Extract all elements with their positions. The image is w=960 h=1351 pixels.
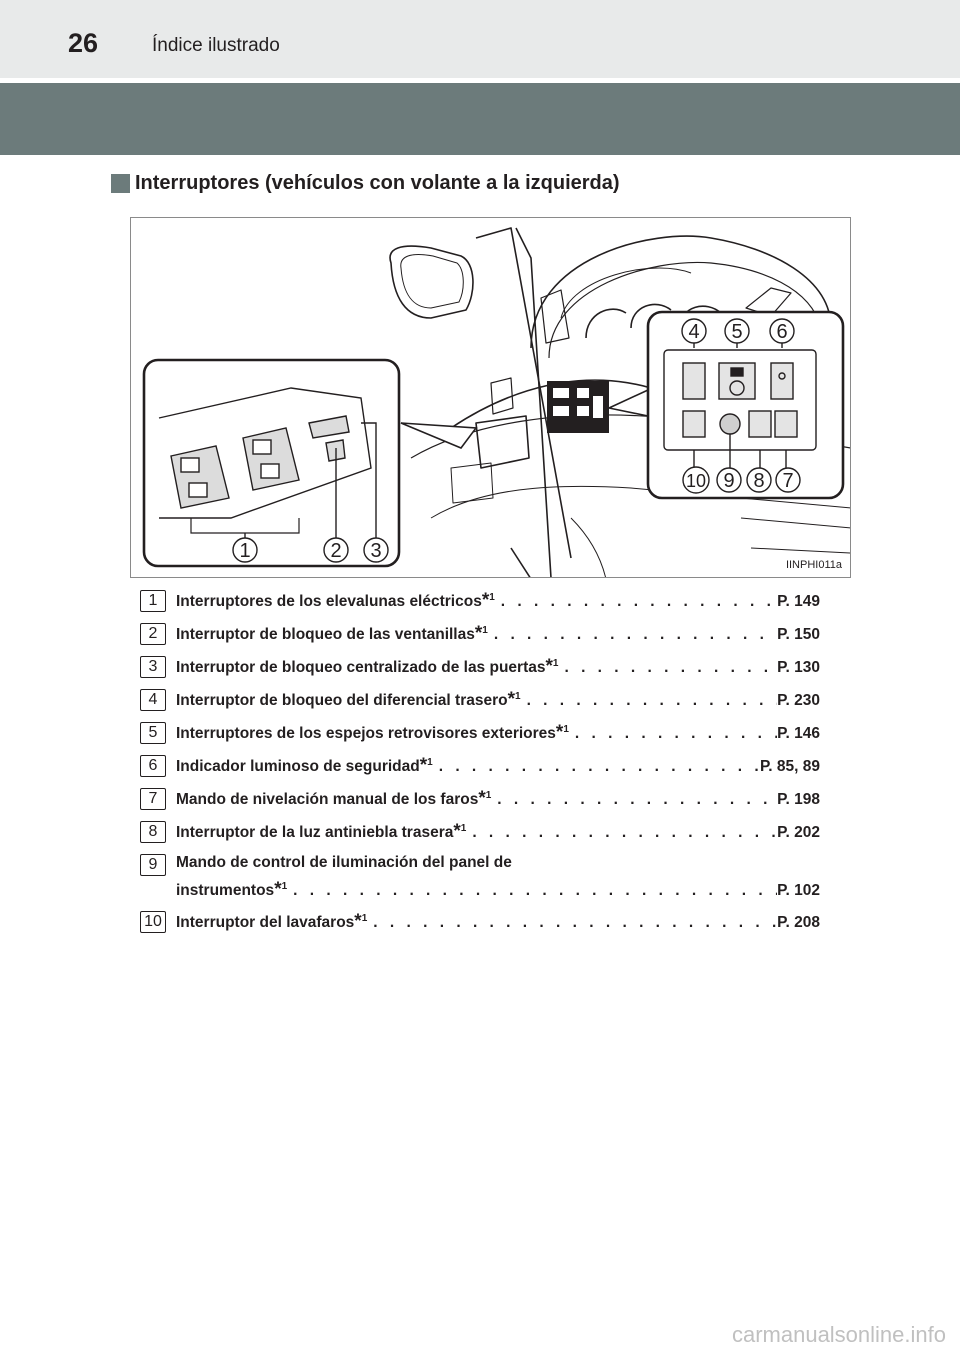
- footnote-star: *: [419, 755, 428, 776]
- footnote-number: 1: [427, 757, 433, 768]
- page-reference-link[interactable]: P. 85, 89: [759, 758, 820, 775]
- leader-dots: [569, 725, 777, 743]
- footnote-number: 1: [563, 724, 569, 735]
- callout-7: 7: [782, 470, 793, 492]
- footnote-number: 1: [515, 691, 521, 702]
- footnote-star: *: [274, 879, 282, 900]
- leader-dots: [433, 758, 760, 776]
- footnote-star: *: [555, 722, 564, 743]
- footnote-number: 1: [460, 823, 467, 834]
- list-item: 9 Mando de control de iluminación del pa…: [140, 852, 820, 909]
- footnote-star: *: [453, 821, 461, 842]
- callout-1: 1: [239, 540, 250, 562]
- running-head: Índice ilustrado: [152, 35, 280, 56]
- leader-dots: [495, 593, 777, 611]
- footnote-star: *: [478, 788, 486, 809]
- item-label: Interruptor de bloqueo centralizado de l…: [176, 659, 546, 676]
- footnote-star: *: [354, 911, 362, 932]
- item-number: 9: [140, 854, 166, 876]
- leader-dots: [488, 626, 777, 644]
- page-reference-link[interactable]: P. 208: [777, 914, 820, 931]
- item-label: Indicador luminoso de seguridad: [176, 758, 420, 775]
- item-number: 10: [140, 911, 166, 933]
- footnote-number: 1: [281, 881, 288, 892]
- figure-code: IINPHI011a: [785, 559, 842, 571]
- item-number: 6: [140, 755, 166, 777]
- page-reference-link[interactable]: P. 102: [777, 882, 820, 899]
- list-item: 8 Interruptor de la luz antiniebla trase…: [140, 819, 820, 852]
- list-item: 10 Interruptor del lavafaros*1 P. 208: [140, 909, 820, 942]
- page-reference-link[interactable]: P. 149: [777, 593, 820, 610]
- list-item: 1 Interruptores de los elevalunas eléctr…: [140, 588, 820, 621]
- leader-dots: [558, 659, 777, 677]
- left-callouts: 1 2 3: [232, 537, 389, 563]
- item-label: Mando de control de iluminación del pane…: [176, 854, 512, 871]
- page-reference-link[interactable]: P. 230: [777, 692, 820, 709]
- item-label-continued: instrumentos: [176, 882, 275, 899]
- list-item: 5 Interruptores de los espejos retroviso…: [140, 720, 820, 753]
- callout-5: 5: [731, 321, 742, 343]
- item-number: 4: [140, 689, 166, 711]
- right-callouts: 4 5 6 10 9 8 7: [681, 318, 801, 494]
- list-item: 4 Interruptor de bloqueo del diferencial…: [140, 687, 820, 720]
- footnote-star: *: [507, 689, 515, 710]
- footnote-star: *: [481, 590, 490, 611]
- page-header: 26 Índice ilustrado: [0, 0, 960, 78]
- item-label: Interruptor del lavafaros: [176, 914, 355, 931]
- item-label: Interruptores de los espejos retrovisore…: [176, 725, 556, 742]
- footnote-star: *: [545, 656, 553, 677]
- list-item: 3 Interruptor de bloqueo centralizado de…: [140, 654, 820, 687]
- switch-illustration: 1 2 3: [130, 217, 851, 578]
- item-label: Mando de nivelación manual de los faros: [176, 791, 479, 808]
- item-label: Interruptor de la luz antiniebla trasera: [176, 824, 454, 841]
- callout-8: 8: [753, 470, 764, 492]
- item-label: Interruptor de bloqueo del diferencial t…: [176, 692, 508, 709]
- page-number: 26: [68, 28, 99, 58]
- footnote-number: 1: [489, 592, 495, 603]
- section-marker-icon: [111, 174, 130, 193]
- footnote-number: 1: [552, 658, 559, 669]
- callout-10: 10: [686, 471, 706, 491]
- callout-2: 2: [330, 540, 341, 562]
- callout-9: 9: [723, 470, 734, 492]
- item-label: Interruptores de los elevalunas eléctric…: [176, 593, 482, 610]
- callout-6: 6: [776, 321, 787, 343]
- leader-dots: [466, 824, 777, 842]
- leader-dots: [367, 914, 777, 932]
- leader-dots: [491, 791, 777, 809]
- item-number: 3: [140, 656, 166, 678]
- list-item: 7 Mando de nivelación manual de los faro…: [140, 786, 820, 819]
- footnote-number: 1: [361, 913, 368, 924]
- page-reference-link[interactable]: P. 202: [777, 824, 820, 841]
- footnote-star: *: [474, 623, 483, 644]
- dashboard-drawing: 1 2 3: [142, 227, 850, 577]
- item-number: 7: [140, 788, 166, 810]
- leader-dots: [287, 882, 777, 900]
- footnote-number: 1: [482, 625, 488, 636]
- item-number: 5: [140, 722, 166, 744]
- item-number: 1: [140, 590, 166, 612]
- page-reference-link[interactable]: P. 198: [777, 791, 820, 808]
- section-title: Interruptores (vehículos con volante a l…: [135, 172, 620, 194]
- callout-3: 3: [370, 540, 381, 562]
- footnote-number: 1: [485, 790, 492, 801]
- leader-dots: [521, 692, 778, 710]
- item-number: 2: [140, 623, 166, 645]
- item-number: 8: [140, 821, 166, 843]
- section-heading: Interruptores (vehículos con volante a l…: [111, 172, 620, 195]
- page-reference-link[interactable]: P. 150: [777, 626, 820, 643]
- callout-4: 4: [688, 321, 699, 343]
- list-item: 6 Indicador luminoso de seguridad*1 P. 85…: [140, 753, 820, 786]
- item-label: Interruptor de bloqueo de las ventanilla…: [176, 626, 475, 643]
- page-reference-link[interactable]: P. 130: [777, 659, 820, 676]
- switch-legend-list: 1 Interruptores de los elevalunas eléctr…: [140, 588, 820, 942]
- watermark: carmanualsonline.info: [731, 1322, 946, 1347]
- page-reference-link[interactable]: P. 146: [777, 725, 820, 742]
- list-item: 2 Interruptor de bloqueo de las ventanil…: [140, 621, 820, 654]
- header-band: [0, 83, 960, 155]
